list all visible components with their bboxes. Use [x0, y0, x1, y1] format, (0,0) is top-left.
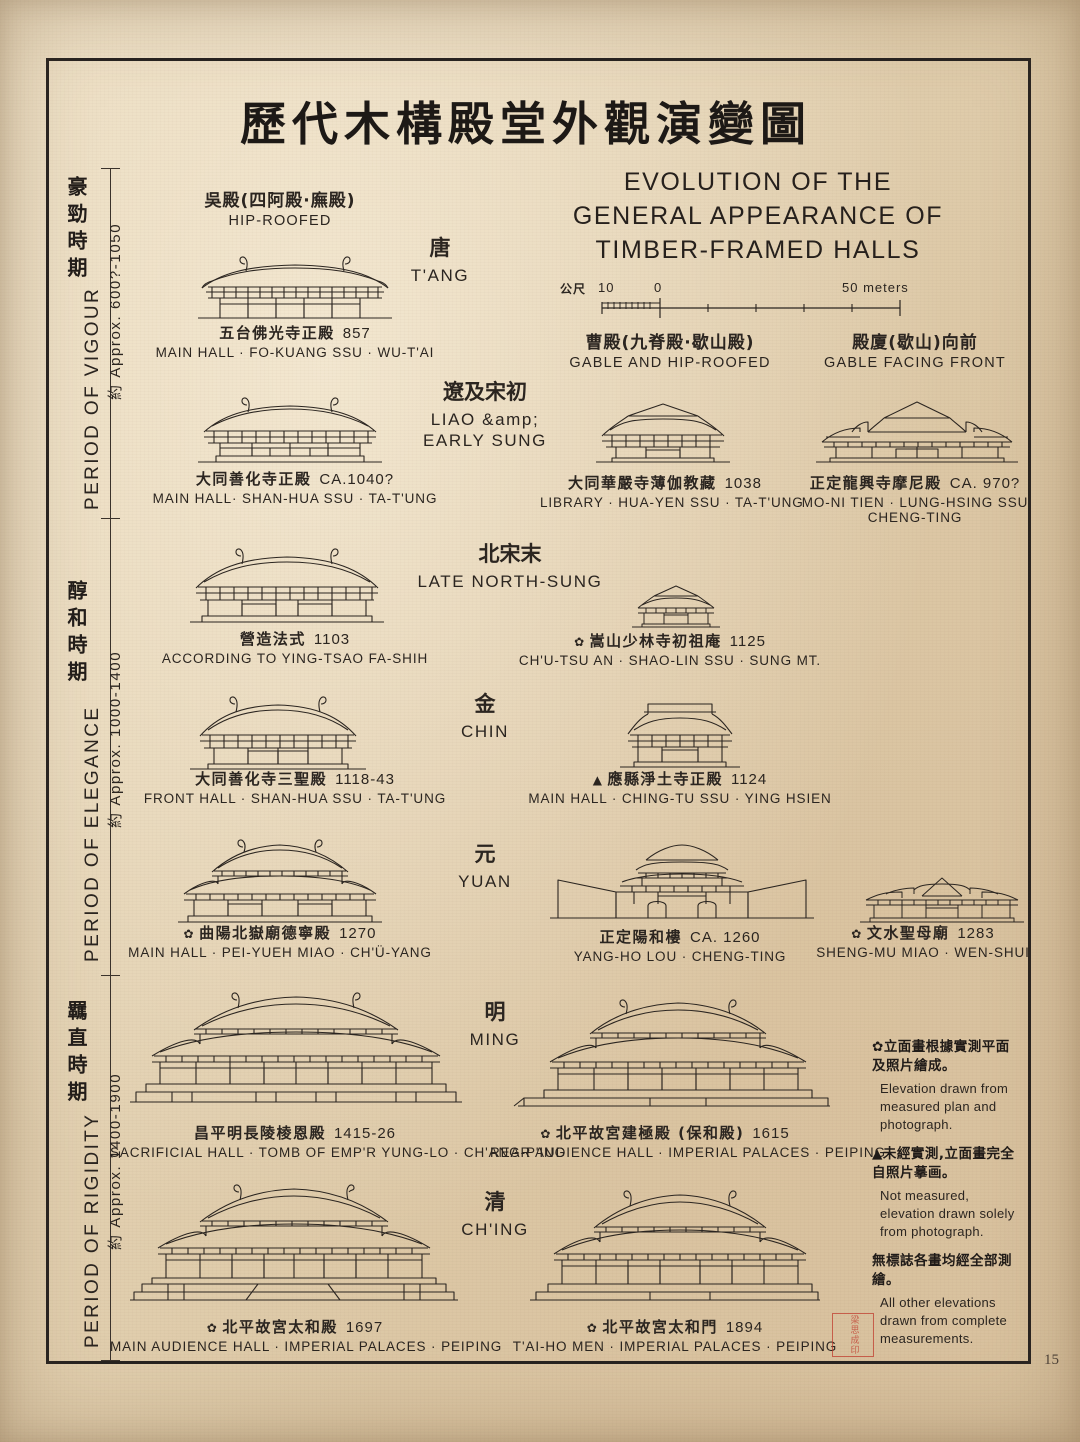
- legend-symbol-flower-icon: ✿: [872, 1039, 884, 1055]
- page-title-chinese: 歷代木構殿堂外觀演變圖: [240, 97, 812, 151]
- period-label-en-vigour: PERIOD OF VIGOUR: [82, 286, 103, 510]
- period-axis-tick-2: [101, 975, 120, 976]
- roof-type-header-hip: 吳殿(四阿殿·廡殿) HIP-ROOFED: [204, 191, 356, 229]
- building-elevation-fo-kuang-ssu: [190, 244, 400, 324]
- period-label-cn-rigidity: 羈直時期: [64, 1000, 88, 1108]
- scale-right-label: 50 meters: [842, 280, 909, 295]
- building-elevation-pei-yueh-miao: [172, 838, 387, 926]
- dynasty-label-chin: 金 CHIN: [461, 692, 509, 741]
- building-elevation-rear-audience-hall: [510, 999, 830, 1116]
- building-elevation-shan-hua-ssu-main: [190, 388, 390, 468]
- dynasty-label-tang: 唐 T'ANG: [410, 236, 470, 285]
- title-line-3: TIMBER-FRAMED HALLS: [595, 236, 921, 264]
- sheet-border-frame: [46, 58, 1031, 1364]
- page-number: 15: [1044, 1352, 1059, 1368]
- dynasty-label-ching: 清 CH'ING: [461, 1190, 529, 1239]
- scale-tick-10: 10: [598, 280, 615, 295]
- building-elevation-chu-tsu-an: [626, 580, 726, 632]
- building-elevation-mo-ni-tien: [812, 392, 1022, 468]
- caption-rear-audience-hall: ✿北平故宮建極殿 (保和殿)1615 REAR AUDIENCE HALL · …: [490, 1124, 886, 1160]
- legend-note-photograph: ▲未經實測,立面畫完全自照片摹画。 Not measured, elevatio…: [872, 1146, 1015, 1239]
- legend-notes: ✿立面畫根據實測平面及照片繪成。 Elevation drawn from me…: [872, 1038, 1022, 1359]
- period-label-en-elegance: PERIOD OF ELEGANCE: [82, 705, 103, 962]
- scale-bar-graphic: [601, 298, 901, 318]
- scale-unit-label: 公尺: [560, 282, 587, 296]
- legend-note-measured: ✿立面畫根據實測平面及照片繪成。 Elevation drawn from me…: [872, 1039, 1010, 1132]
- building-elevation-ming-tomb-hall: [126, 990, 466, 1116]
- period-axis-tick-1: [101, 518, 120, 519]
- scale-bar: 公尺 10 0 50 meters: [560, 280, 940, 320]
- dynasty-label-liao-sung: 遼及宋初 LIAO &amp; EARLY SUNG: [422, 380, 548, 450]
- period-label-cn-elegance: 醇和時期: [64, 580, 88, 688]
- dynasty-label-yuan: 元 YUAN: [458, 842, 512, 891]
- roof-type-header-gable-hip: 曹殿(九脊殿·歇山殿) GABLE AND HIP-ROOFED: [569, 333, 771, 371]
- period-axis-tick-bottom: [101, 1360, 120, 1361]
- building-elevation-hua-yen-ssu-library: [588, 392, 738, 468]
- building-elevation-tai-ho-tien: [128, 1182, 458, 1308]
- building-elevation-shan-hua-ssu-front: [178, 690, 378, 774]
- legend-symbol-triangle-icon: ▲: [872, 1146, 883, 1162]
- building-elevation-sheng-mu-miao: [852, 872, 1032, 928]
- period-years-vigour: 約 Approx. 600?-1050: [107, 222, 124, 400]
- building-elevation-ying-tsao-fa-shih: [180, 540, 395, 628]
- title-line-2: GENERAL APPEARANCE OF: [572, 202, 944, 230]
- period-years-rigidity: 約 Approx. 1400-1900: [107, 1072, 124, 1250]
- roof-type-header-gable-front: 殿廈(歇山)向前 GABLE FACING FRONT: [824, 333, 1006, 371]
- title-line-1: EVOLUTION OF THE: [623, 168, 893, 196]
- period-axis-tick-top: [101, 168, 120, 169]
- period-label-en-rigidity: PERIOD OF RIGIDITY: [82, 1112, 103, 1348]
- page-title-english: EVOLUTION OF THE GENERAL APPEARANCE OF T…: [548, 165, 968, 267]
- building-elevation-tai-ho-men: [520, 1190, 820, 1308]
- dynasty-label-late-north-sung: 北宋末 LATE NORTH-SUNG: [417, 542, 603, 591]
- legend-note-complete: 無標誌各畫均經全部測繪。 All other elevations drawn …: [872, 1253, 1012, 1346]
- period-axis-line: [110, 168, 111, 1360]
- building-elevation-ching-tu-ssu: [610, 698, 750, 774]
- dynasty-label-ming: 明 MING: [469, 1000, 521, 1049]
- building-elevation-yang-ho-lou: [542, 840, 822, 926]
- period-label-cn-vigour: 豪勁時期: [64, 176, 88, 284]
- period-years-elegance: 約 Approx. 1000-1400: [107, 650, 124, 828]
- scale-tick-0: 0: [654, 280, 663, 295]
- artist-seal: 梁思成印: [832, 1313, 874, 1357]
